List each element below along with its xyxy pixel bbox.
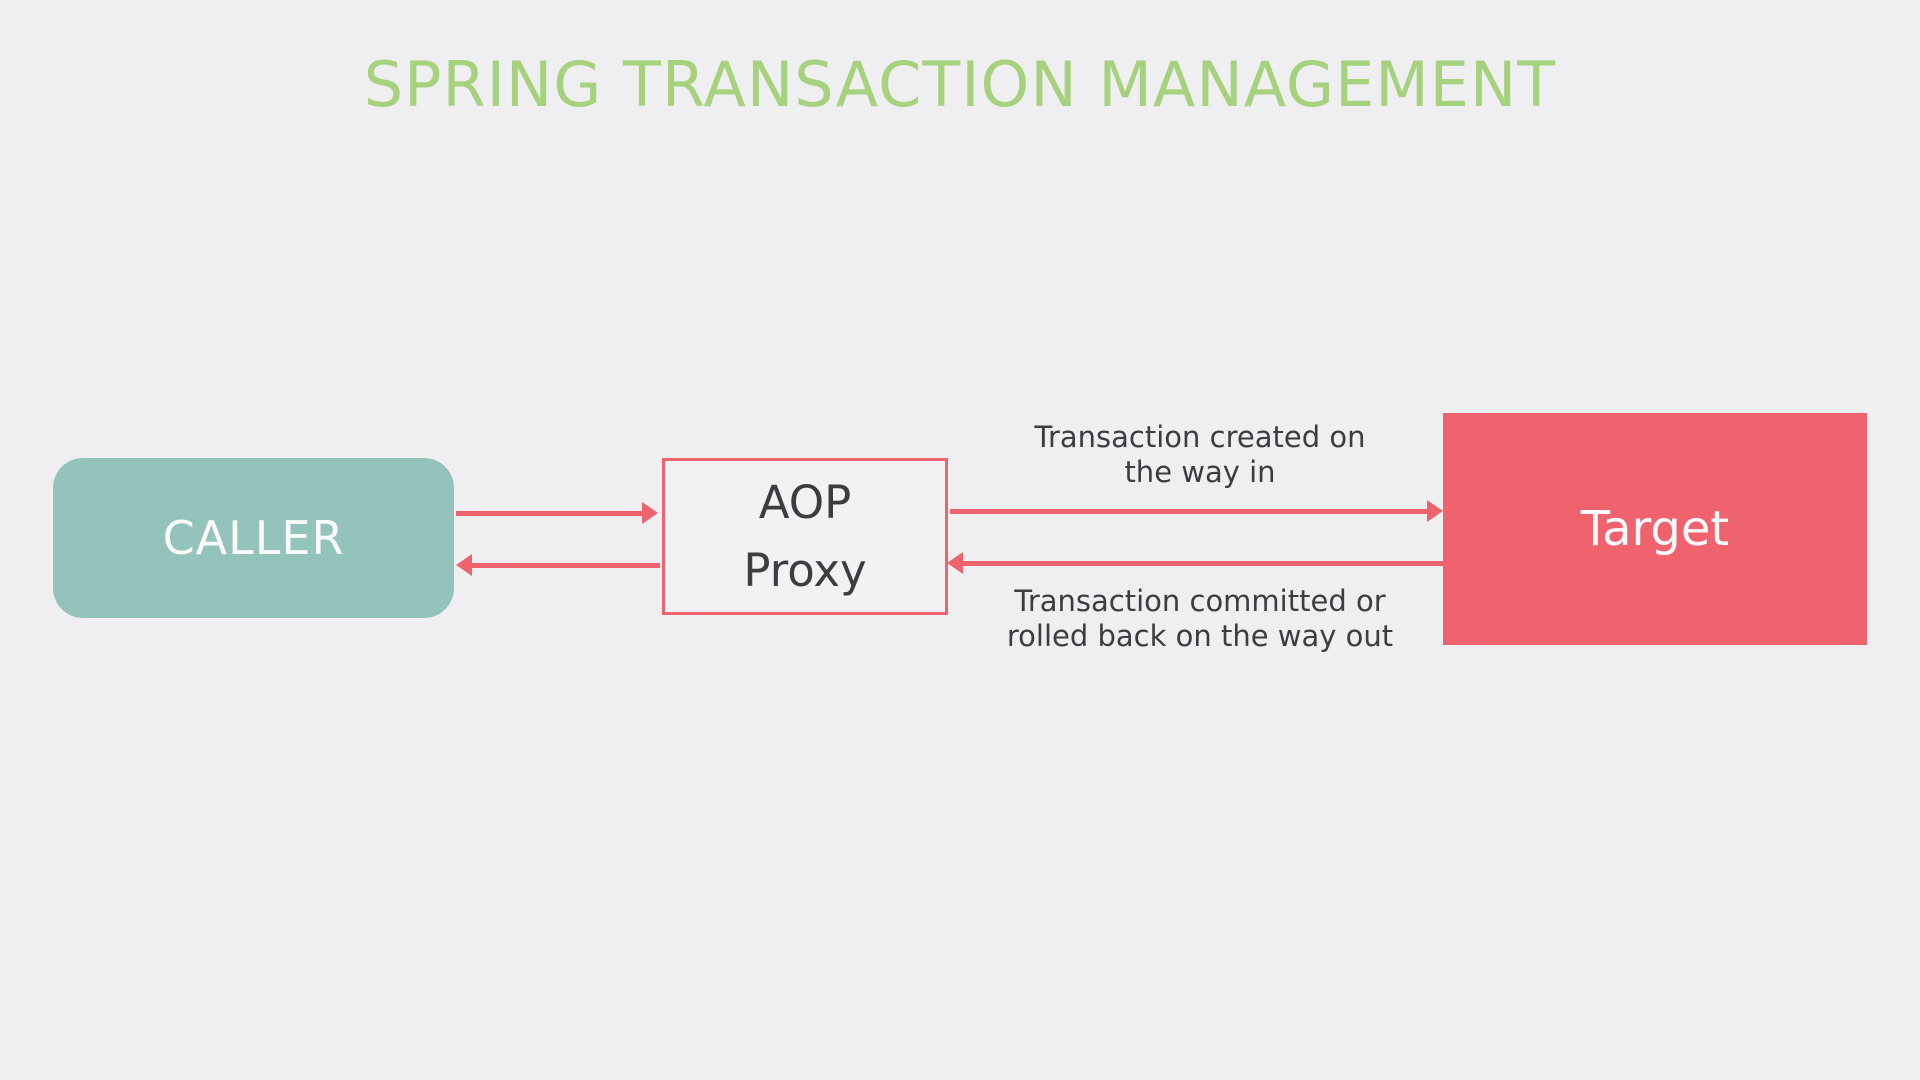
annotation-transaction-way-out: Transaction committed or rolled back on …	[950, 584, 1450, 654]
aop-proxy-label-line1: AOP	[758, 475, 852, 529]
caller-node-label: CALLER	[162, 511, 345, 565]
aop-proxy-label-line2: Proxy	[743, 543, 867, 597]
annotation-way-in-line2: the way in	[1124, 455, 1276, 489]
arrow-left-icon	[947, 552, 963, 574]
arrow-proxy-to-target-line	[950, 509, 1427, 514]
target-node-label: Target	[1580, 501, 1730, 557]
arrow-left-icon	[456, 554, 472, 576]
annotation-transaction-way-in: Transaction created on the way in	[950, 420, 1450, 490]
arrow-target-to-proxy-line	[963, 561, 1443, 566]
page-title: SPRING TRANSACTION MANAGEMENT	[363, 48, 1557, 121]
caller-node: CALLER	[53, 458, 454, 618]
annotation-way-in-line1: Transaction created on	[1034, 420, 1366, 454]
annotation-way-out-line2: rolled back on the way out	[1006, 619, 1394, 653]
aop-proxy-node: AOP Proxy	[662, 458, 948, 615]
arrow-proxy-to-caller-line	[472, 563, 660, 568]
annotation-way-out-line1: Transaction committed or	[1014, 584, 1386, 618]
arrow-right-icon	[642, 502, 658, 524]
arrow-caller-to-proxy-line	[456, 511, 642, 516]
arrow-right-icon	[1427, 500, 1443, 522]
target-node: Target	[1443, 413, 1867, 645]
